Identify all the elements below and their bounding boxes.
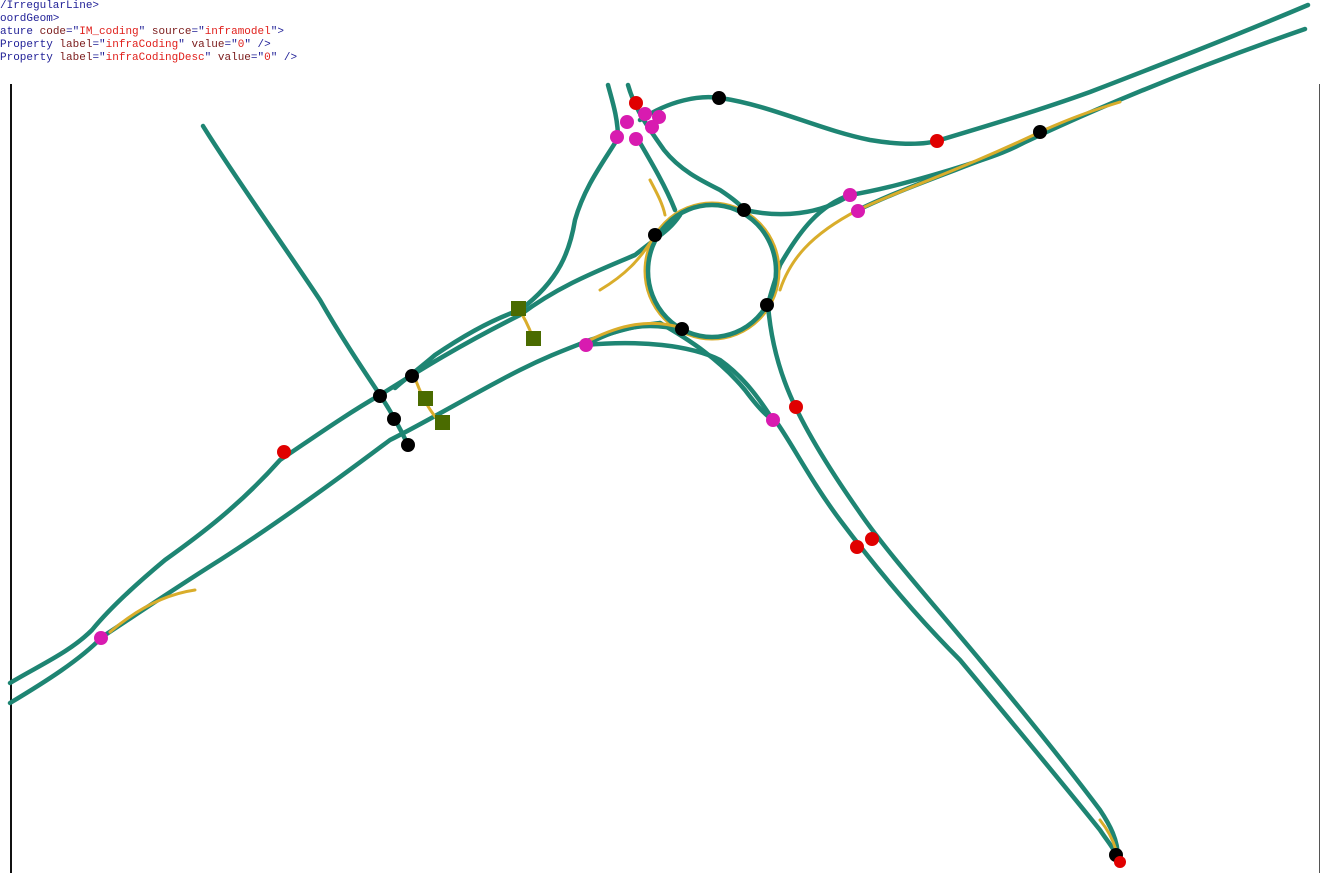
xml-tag: /IrregularLine> [0, 0, 100, 12]
ne-motorway-upper [937, 2, 1311, 143]
junction-node[interactable] [1033, 125, 1047, 139]
junction-node[interactable] [675, 322, 689, 336]
xml-line: oordGeom> [0, 13, 700, 26]
edge-line-1 [856, 100, 1122, 212]
xml-line: Property label="infraCoding" value="0" /… [0, 39, 271, 51]
junction-node[interactable] [373, 389, 387, 403]
slip-to-roundabout [582, 323, 685, 348]
square-marker[interactable] [435, 415, 450, 430]
xml-attr-name: code [39, 26, 67, 38]
ne-ramp-loop [765, 129, 1043, 308]
junction-node[interactable] [387, 412, 401, 426]
junction-node[interactable] [401, 438, 415, 452]
red-point[interactable] [1114, 856, 1126, 868]
xml-attr-value: infraCodingDesc [105, 52, 205, 64]
motorway-north-carriageway [7, 212, 683, 686]
square-marker[interactable] [526, 331, 541, 346]
edge-line-2 [778, 208, 860, 292]
edge-line-6 [1098, 818, 1118, 852]
xml-line: /IrregularLine> [0, 0, 700, 13]
xml-tag-end: > [277, 26, 284, 38]
square-marker[interactable] [418, 391, 433, 406]
road-layer [7, 2, 1311, 861]
red-point[interactable] [865, 532, 879, 546]
red-point[interactable] [930, 134, 944, 148]
magenta-point[interactable] [851, 204, 865, 218]
magenta-point[interactable] [579, 338, 593, 352]
magenta-point[interactable] [652, 110, 666, 124]
xml-attr-value: inframodel [204, 26, 271, 38]
north-road-east [625, 82, 748, 213]
magenta-point[interactable] [620, 115, 634, 129]
xml-attr-value: 0 [264, 52, 271, 64]
roundabout-ne-link [742, 192, 853, 217]
junction-node[interactable] [405, 369, 419, 383]
xml-source-view: /IrregularLine>oordGeom>ature code="IM_c… [0, 0, 700, 84]
magenta-point[interactable] [843, 188, 857, 202]
north-arc [637, 94, 943, 146]
north-slip-east [633, 133, 678, 213]
red-point[interactable] [850, 540, 864, 554]
xml-attr-value: IM_coding [79, 26, 139, 38]
xml-attr-name: value [217, 52, 251, 64]
xml-tag: Property [0, 39, 53, 51]
xml-tag: oordGeom> [0, 13, 60, 25]
xml-attr-value: infraCoding [105, 39, 179, 51]
xml-line: Property label="infraCodingDesc" value="… [0, 52, 298, 64]
xml-attr-name: value [191, 39, 225, 51]
red-point[interactable] [277, 445, 291, 459]
motorway-south-carriageway [7, 320, 663, 706]
node-layer [94, 91, 1126, 868]
magenta-point[interactable] [638, 107, 652, 121]
magenta-point[interactable] [94, 631, 108, 645]
xml-tag: ature [0, 26, 34, 38]
red-point[interactable] [789, 400, 803, 414]
xml-attr-value: 0 [237, 39, 245, 51]
xml-line: ature code="IM_coding" source="inframode… [0, 26, 284, 38]
xml-tag-end: /> [250, 39, 271, 51]
south-road-west [657, 320, 1121, 861]
edge-line-4 [598, 233, 657, 292]
xml-tag: Property [0, 52, 53, 64]
edge-line-3 [108, 588, 197, 634]
edge-line-9 [588, 321, 684, 342]
magenta-point[interactable] [645, 120, 659, 134]
south-slip-arc [582, 340, 776, 423]
junction-node[interactable] [737, 203, 751, 217]
west-diagonal-road [200, 123, 411, 448]
roundabout [645, 202, 779, 340]
xml-attr-name: label [59, 52, 93, 64]
square-marker[interactable] [511, 301, 526, 316]
junction-node[interactable] [760, 298, 774, 312]
xml-attr-name: label [59, 39, 93, 51]
xml-tag-end: /> [277, 52, 298, 64]
junction-node[interactable] [648, 228, 662, 242]
red-point[interactable] [629, 96, 643, 110]
magenta-point[interactable] [766, 413, 780, 427]
xml-attr-name: source [151, 26, 192, 38]
edge-line-5 [648, 178, 667, 217]
junction-node[interactable] [712, 91, 726, 105]
magenta-point[interactable] [610, 130, 624, 144]
south-road-east [765, 302, 1121, 861]
magenta-point[interactable] [629, 132, 643, 146]
